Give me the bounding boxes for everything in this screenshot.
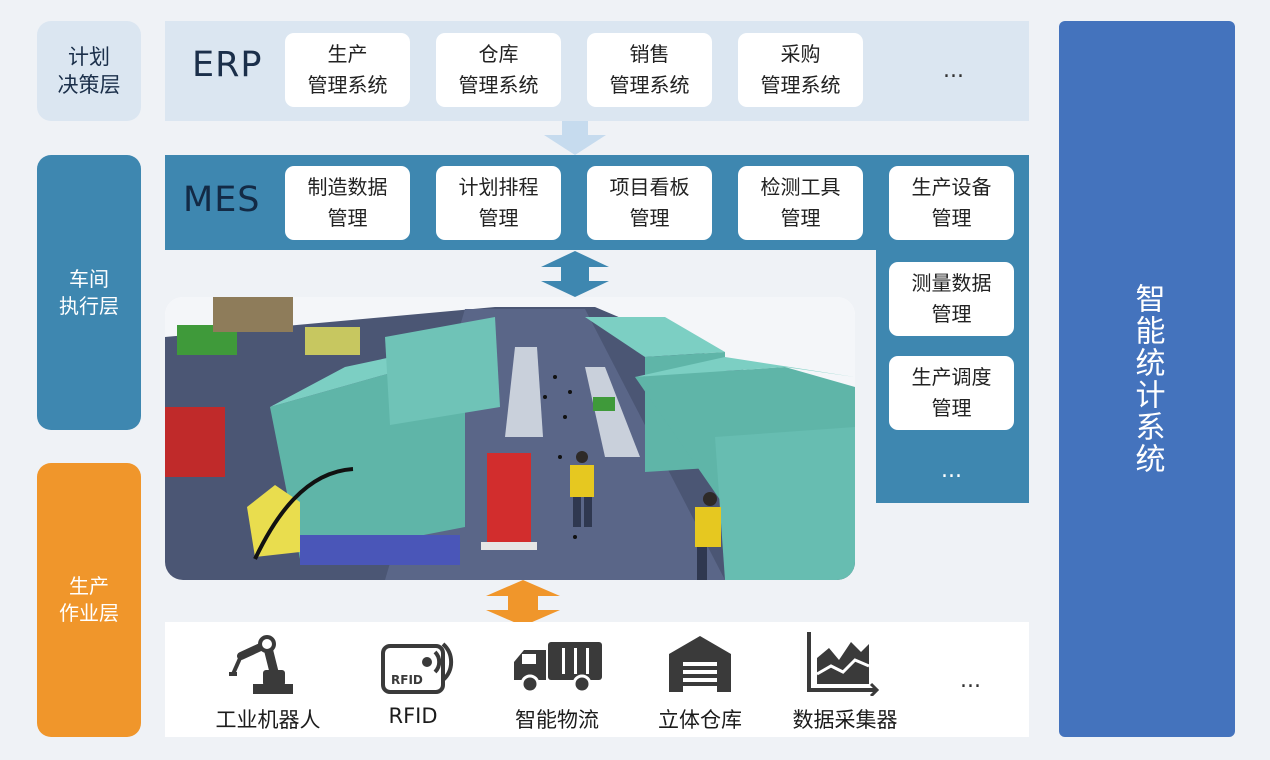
robot-arm-icon [229,635,293,694]
truck-icon [514,642,602,694]
layer-label-workshop: 车间 执行层 [37,155,141,430]
mes-title: MES [183,180,261,220]
mes-module-inspection-tools: 检测工具 管理 [738,166,863,240]
device-label-data-collector: 数据采集器 [792,708,898,732]
mes-more-ellipsis: ... [941,458,962,483]
erp-to-mes-arrow [544,121,606,155]
device-label-robot: 工业机器人 [215,708,321,732]
device-label-logistics: 智能物流 [515,708,599,732]
rfid-icon-text: RFID [391,673,423,687]
mes-factory-double-arrow [541,251,609,297]
factory-devices-double-arrow [486,580,560,626]
device-label-warehouse: 立体仓库 [658,708,742,732]
stats-system-label: 智能统计系统 [1129,283,1165,475]
erp-more-ellipsis: ... [943,58,964,83]
mes-module-manufacturing-data: 制造数据 管理 [285,166,410,240]
factory-scene-image [165,297,855,580]
mes-module-production-equipment: 生产设备 管理 [889,166,1014,240]
layer-label-production: 生产 作业层 [37,463,141,737]
devices-more-ellipsis: ... [960,668,981,693]
mes-module-dispatch: 生产调度 管理 [889,356,1014,430]
mes-module-measurement-data: 测量数据 管理 [889,262,1014,336]
rfid-icon: RFID [381,642,454,694]
erp-module-purchase: 采购 管理系统 [738,33,863,107]
mes-module-planning: 计划排程 管理 [436,166,561,240]
warehouse-icon [669,636,731,692]
erp-module-production: 生产 管理系统 [285,33,410,107]
erp-module-warehouse: 仓库 管理系统 [436,33,561,107]
device-label-rfid: RFID [388,704,438,728]
layer-label-decision: 计划 决策层 [37,21,141,121]
erp-title: ERP [192,45,263,85]
erp-module-sales: 销售 管理系统 [587,33,712,107]
data-chart-icon [807,632,879,696]
mes-module-project-board: 项目看板 管理 [587,166,712,240]
stats-system-panel: 智能统计系统 [1059,21,1235,737]
